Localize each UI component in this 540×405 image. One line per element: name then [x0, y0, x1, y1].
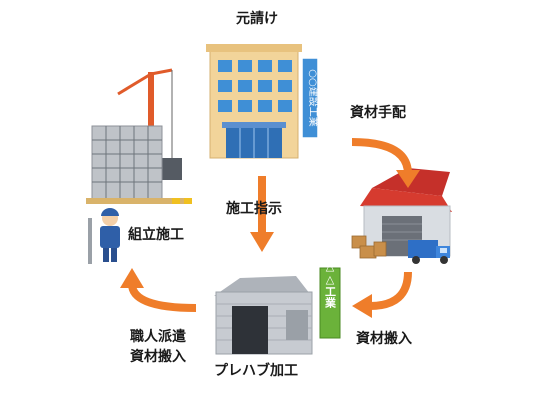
label-dispatch-line1: 職人派遣	[130, 329, 186, 345]
label-contractor: 元請け	[236, 11, 278, 27]
label-assembly-construction: 組立施工	[128, 227, 184, 243]
contractor-building: ○○建設工業	[206, 44, 320, 159]
delivery-truck	[408, 240, 450, 264]
label-materials-order: 資材手配	[350, 105, 406, 121]
factory-sign-text: △△工業	[324, 260, 338, 309]
arrow-materials-delivery	[369, 271, 412, 310]
worker-figure	[88, 208, 120, 264]
label-materials-delivery: 資材搬入	[356, 331, 412, 347]
label-construction-instruction: 施工指示	[226, 201, 282, 217]
arrow-dispatch	[128, 283, 197, 312]
building-sign-text: ○○建設工業	[307, 69, 320, 126]
prefab-factory	[214, 276, 313, 355]
arrow-instruction-head	[250, 232, 274, 252]
construction-site	[86, 68, 192, 204]
label-prefab-processing: プレハブ加工	[214, 363, 298, 379]
arrow-materials-order	[351, 138, 412, 175]
label-dispatch-line2: 資材搬入	[130, 349, 186, 365]
factory-sign: △△工業	[319, 260, 341, 339]
